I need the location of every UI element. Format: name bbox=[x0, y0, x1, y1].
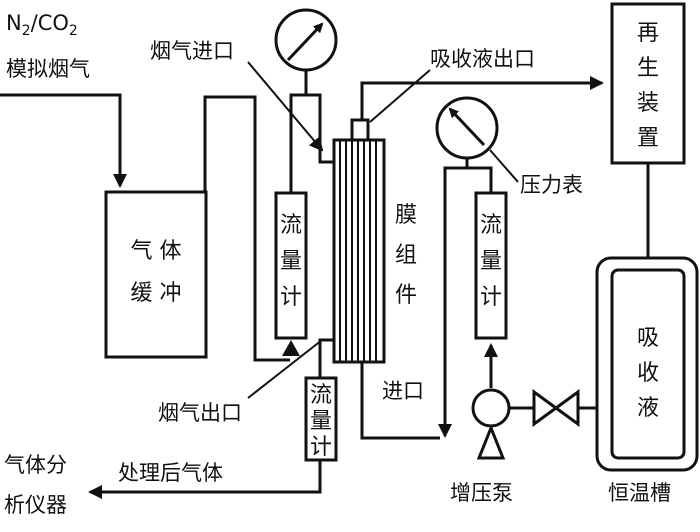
gas-buffer-label-2: 缓 冲 bbox=[131, 281, 182, 306]
membrane-label-3: 件 bbox=[395, 283, 417, 308]
gas-source-label-2: 模拟烟气 bbox=[6, 57, 90, 81]
flowmeter-2 bbox=[474, 191, 508, 340]
flowmeter-3 bbox=[304, 376, 338, 462]
regen-char-4: 置 bbox=[637, 126, 659, 151]
absorbent-char-3: 液 bbox=[637, 396, 659, 421]
pressure-gauge-leader bbox=[489, 149, 519, 183]
regen-char-3: 装 bbox=[637, 91, 659, 116]
flowmeter-2-char-3: 计 bbox=[480, 285, 502, 310]
pressure-gauge-1-needle bbox=[286, 22, 324, 62]
gas-buffer-tank bbox=[104, 190, 208, 359]
treated-gas-label: 处理后气体 bbox=[118, 461, 223, 485]
flowmeter-3-char-2: 量 bbox=[310, 409, 332, 434]
pressure-gauge-2-needle bbox=[448, 107, 486, 147]
regen-char-2: 生 bbox=[637, 56, 659, 81]
flowmeter-1-char-2: 量 bbox=[280, 249, 302, 274]
membrane-label-1: 膜 bbox=[395, 203, 417, 228]
flowmeter-3-char-3: 计 bbox=[310, 435, 332, 460]
flue-gas-inlet-pipe bbox=[289, 93, 334, 193]
gas-buffer-label-1: 气 体 bbox=[131, 239, 182, 264]
booster-pump bbox=[471, 388, 511, 428]
flowmeter-2-char-1: 流 bbox=[480, 213, 502, 238]
flowmeter-1-inlet-arrow bbox=[282, 340, 300, 356]
absorbent-char-2: 收 bbox=[637, 361, 659, 386]
flowmeter-1 bbox=[274, 191, 308, 340]
membrane-top-cap bbox=[350, 118, 370, 142]
absorbent-tank bbox=[610, 268, 686, 460]
flowmeter-1-char-1: 流 bbox=[280, 213, 302, 238]
absorbent-outlet-leader bbox=[369, 69, 431, 123]
module-inlet-pipe bbox=[360, 362, 440, 440]
flue-gas-inlet-label: 烟气进口 bbox=[150, 39, 234, 63]
flue-gas-inlet-leader bbox=[247, 61, 324, 152]
absorbent-outlet-pipe bbox=[360, 76, 604, 120]
flowmeter-3-char-1: 流 bbox=[310, 383, 332, 408]
feed-gas-pipe bbox=[0, 93, 127, 188]
buffer-outlet-pipe bbox=[203, 95, 290, 362]
inlet-label: 进口 bbox=[382, 379, 424, 403]
flue-gas-outlet-pipe bbox=[318, 338, 334, 380]
booster-pump-label: 增压泵 bbox=[450, 481, 513, 505]
membrane-label-2: 组 bbox=[395, 243, 417, 268]
absorbent-char-1: 吸 bbox=[637, 326, 659, 351]
thermostatic-bath-label: 恒温槽 bbox=[608, 481, 671, 505]
flue-gas-outlet-leader bbox=[247, 339, 323, 399]
gas-source-label-1: N2/CO2 bbox=[6, 11, 78, 39]
flue-gas-outlet-label: 烟气出口 bbox=[158, 401, 242, 425]
flowmeter-1-char-3: 计 bbox=[280, 285, 302, 310]
absorbent-outlet-label: 吸收液出口 bbox=[430, 47, 535, 71]
regeneration-device bbox=[610, 2, 686, 165]
valve bbox=[532, 389, 580, 427]
booster-pump-base bbox=[476, 423, 506, 460]
gas-analyzer-label-2: 析仪器 bbox=[4, 493, 67, 517]
regen-char-1: 再 bbox=[637, 21, 659, 46]
flowmeter-2-char-2: 量 bbox=[480, 249, 502, 274]
treated-gas-pipe bbox=[88, 460, 322, 499]
pressure-gauge-label: 压力表 bbox=[520, 173, 583, 197]
gas-analyzer-label-1: 气体分 bbox=[4, 453, 67, 477]
